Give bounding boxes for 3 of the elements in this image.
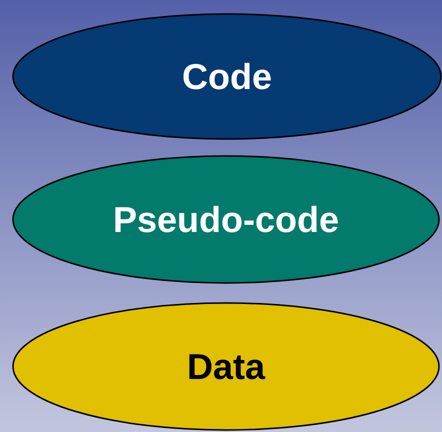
- ellipse-label: Data: [186, 346, 266, 388]
- ellipse-label: Pseudo-code: [112, 198, 340, 240]
- ellipse-label: Code: [181, 56, 273, 98]
